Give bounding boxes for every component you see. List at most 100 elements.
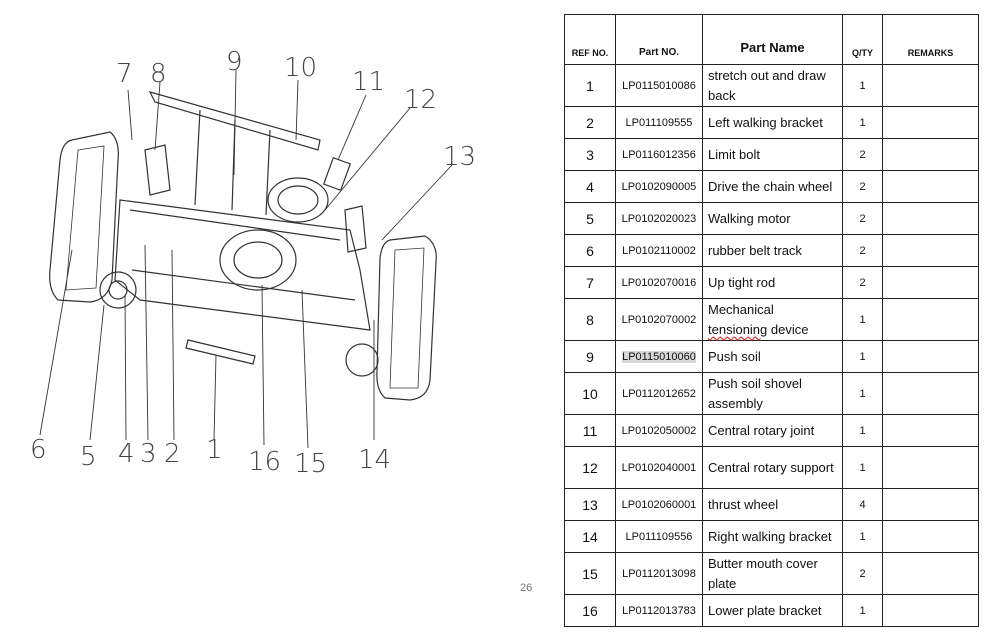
highlighted-part-no: LP0115010060 [622, 350, 696, 363]
cell-qty: 4 [842, 488, 883, 521]
cell-qty: 1 [842, 414, 883, 447]
cell-part-name: Right walking bracket [702, 520, 843, 553]
callout-5: 5 [80, 442, 97, 472]
cell-part-name: Limit bolt [702, 138, 843, 171]
main-frame [114, 199, 371, 331]
cell-ref: 11 [564, 414, 616, 447]
table-row: 9 LP0115010060 Push soil 1 [564, 340, 979, 373]
cell-ref: 5 [564, 202, 616, 235]
cell-remarks [882, 298, 979, 341]
callout-3: 3 [140, 439, 157, 469]
cell-remarks [882, 138, 979, 171]
table-row: 13 LP0102060001 thrust wheel 4 [564, 488, 979, 521]
table-header-row: REF NO. Part NO. Part Name Q/TY REMARKS [564, 14, 979, 65]
cell-part-no: LP0102070002 [615, 298, 703, 341]
cell-part-no: LP0102070016 [615, 266, 703, 299]
walking-motor-left [99, 271, 137, 309]
header-part-name: Part Name [702, 14, 843, 65]
cell-remarks [882, 372, 979, 415]
header-part-no: Part NO. [615, 14, 703, 65]
cell-ref: 16 [564, 594, 616, 627]
cell-part-name: rubber belt track [702, 234, 843, 267]
callout-11: 11 [352, 67, 385, 97]
cell-qty: 2 [842, 138, 883, 171]
cell-ref: 14 [564, 520, 616, 553]
table-row: 6 LP0102110002 rubber belt track 2 [564, 234, 979, 267]
table-row: 7 LP0102070016 Up tight rod 2 [564, 266, 979, 299]
cell-remarks [882, 266, 979, 299]
cell-remarks [882, 64, 979, 107]
cell-part-name: thrust wheel [702, 488, 843, 521]
callout-6: 6 [30, 435, 47, 465]
cell-qty: 1 [842, 594, 883, 627]
cell-ref: 8 [564, 298, 616, 341]
cell-qty: 2 [842, 234, 883, 267]
cell-ref: 10 [564, 372, 616, 415]
callout-4: 4 [118, 439, 135, 469]
cell-ref: 7 [564, 266, 616, 299]
table-row: 3 LP0116012356 Limit bolt 2 [564, 138, 979, 171]
header-ref: REF NO. [564, 14, 616, 65]
cell-remarks [882, 552, 979, 595]
cell-part-no: LP0112013098 [615, 552, 703, 595]
cell-ref: 2 [564, 106, 616, 139]
name-line-1: Mechanical [708, 301, 774, 317]
cell-part-name: Central rotary support [702, 446, 843, 489]
cell-part-no: LP011109555 [615, 106, 703, 139]
cell-qty: 1 [842, 446, 883, 489]
callout-10: 10 [284, 53, 317, 83]
push-soil-blade [148, 91, 321, 151]
cell-remarks [882, 202, 979, 235]
cell-remarks [882, 520, 979, 553]
header-remarks: REMARKS [882, 14, 979, 65]
cell-part-no: LP011109556 [615, 520, 703, 553]
cell-ref: 13 [564, 488, 616, 521]
cell-part-name: Central rotary joint [702, 414, 843, 447]
header-qty: Q/TY [842, 14, 883, 65]
callout-9: 9 [226, 47, 243, 77]
cell-part-no: LP0115010086 [615, 64, 703, 107]
walking-motor-right [345, 343, 379, 377]
cell-part-name: Up tight rod [702, 266, 843, 299]
cell-qty: 2 [842, 170, 883, 203]
callout-12: 12 [404, 85, 437, 115]
cell-part-no: LP0102090005 [615, 170, 703, 203]
cell-part-name: stretch out and draw back [702, 64, 843, 107]
cell-qty: 1 [842, 298, 883, 341]
table-row: 11 LP0102050002 Central rotary joint 1 [564, 414, 979, 447]
rotary-support-ring [267, 177, 329, 223]
cell-part-name: Push soil shovel assembly [702, 372, 843, 415]
cell-remarks [882, 446, 979, 489]
cell-qty: 2 [842, 202, 883, 235]
cell-part-name: Push soil [702, 340, 843, 373]
callout-16: 16 [248, 447, 281, 477]
table-row: 4 LP0102090005 Drive the chain wheel 2 [564, 170, 979, 203]
right-track [376, 235, 437, 401]
cell-part-name: Left walking bracket [702, 106, 843, 139]
callout-13: 13 [443, 142, 476, 172]
callout-7: 7 [116, 59, 133, 89]
cell-remarks [882, 106, 979, 139]
cell-qty: 2 [842, 552, 883, 595]
cell-part-no: LP0116012356 [615, 138, 703, 171]
cell-part-name: Walking motor [702, 202, 843, 235]
callout-15: 15 [294, 449, 327, 479]
spell-flagged-word: tensioning [708, 321, 768, 337]
cell-remarks [882, 414, 979, 447]
cell-ref: 6 [564, 234, 616, 267]
cell-part-no: LP0102020023 [615, 202, 703, 235]
cell-part-no: LP0112012652 [615, 372, 703, 415]
cell-qty: 1 [842, 340, 883, 373]
cell-part-no: LP0102040001 [615, 446, 703, 489]
cell-ref: 15 [564, 552, 616, 595]
cell-ref: 4 [564, 170, 616, 203]
cell-remarks [882, 594, 979, 627]
cell-qty: 1 [842, 106, 883, 139]
cell-part-name: Butter mouth cover plate [702, 552, 843, 595]
cell-part-no: LP0112013783 [615, 594, 703, 627]
table-row: 2 LP011109555 Left walking bracket 1 [564, 106, 979, 139]
left-track [49, 131, 119, 303]
table-row: 12 LP0102040001 Central rotary support 1 [564, 446, 979, 489]
